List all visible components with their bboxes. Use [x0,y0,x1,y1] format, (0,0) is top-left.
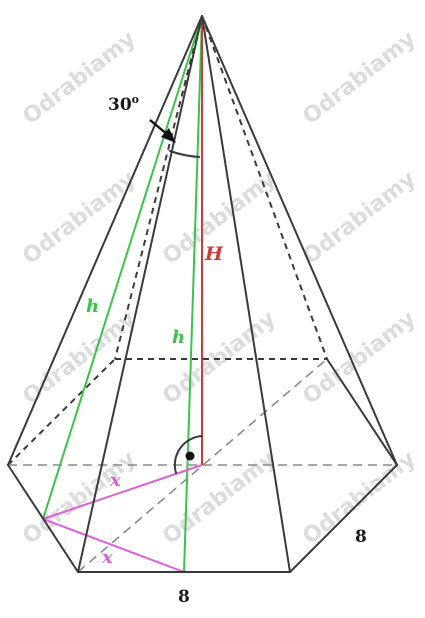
right-angle-marker [173,435,203,474]
angle-arc-30 [169,150,200,158]
angle-arrow-head [161,128,176,143]
height-label: H [204,243,224,265]
hidden-lateral-edge-left [114,15,203,360]
hidden-edges [7,15,397,573]
base-front-outline [7,464,398,573]
base-edge-right-back [326,358,398,466]
angle-label-unit: o [132,93,139,106]
x-segment-lower [42,518,185,573]
right-angle-dot [185,451,195,461]
base-diagonal-slanted [77,358,328,573]
inner-apothem-line [183,15,203,573]
visible-edges [7,15,398,573]
watermark-9: Odrabiamy [18,447,140,550]
angle-arrow [149,119,176,143]
watermark-3: Odrabiamy [18,167,140,270]
x-upper-label: x [109,470,121,491]
apothem-lines [42,15,203,573]
watermark-layer: Odrabiamy Odrabiamy Odrabiamy Odrabiamy … [18,27,420,550]
hidden-base-edge-left [7,358,116,466]
hidden-lateral-edge-right [201,15,328,360]
angle-label-value: 30 [108,95,132,115]
x-lower-label: x [101,547,113,568]
lateral-edge-front-right [201,15,291,573]
side-bottom-label: 8 [178,587,190,607]
lateral-edge-far-left [7,15,203,466]
right-angle-arc [173,435,203,474]
x-segment-upper [42,464,203,520]
face-apothem-line [42,15,203,520]
angle-label: 30o [108,93,139,115]
watermark-10: Odrabiamy [158,447,280,550]
watermark-2: Odrabiamy [298,27,420,130]
x-segments [42,464,203,573]
watermark-5: Odrabiamy [298,167,420,270]
face-apothem-label: h [86,296,99,317]
lateral-edge-far-right [201,15,398,466]
lateral-edge-front-left [77,15,203,573]
side-right-label: 8 [355,527,367,547]
inner-apothem-label: h [172,327,185,348]
